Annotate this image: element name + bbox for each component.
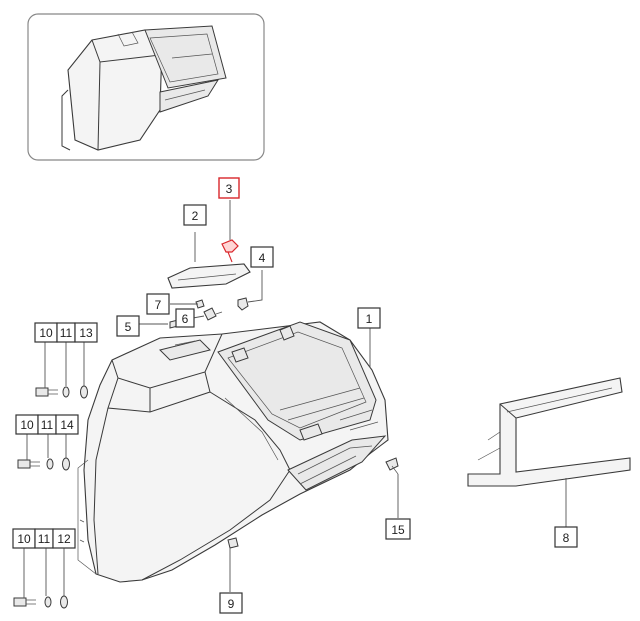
callout-row-2: 10 11 14 — [15, 414, 79, 435]
mounting-bracket — [467, 377, 631, 487]
callout-2-label: 2 — [192, 209, 199, 223]
callout-12-label: 12 — [57, 532, 71, 546]
callout-row-3: 10 11 12 — [12, 528, 76, 549]
callout-8: 8 — [554, 526, 578, 548]
callout-7: 7 — [146, 293, 170, 315]
callout-11-a-label: 11 — [60, 326, 73, 340]
callout-row-1: 10 11 13 — [34, 322, 98, 343]
callout-15-label: 15 — [391, 523, 405, 537]
callout-8-label: 8 — [563, 531, 570, 545]
callout-10-b-label: 10 — [20, 418, 34, 432]
clip-part-4 — [237, 297, 249, 311]
callout-10-a-label: 10 — [39, 326, 53, 340]
callout-13-label: 13 — [79, 326, 93, 340]
callout-1-label: 1 — [366, 312, 373, 326]
callout-9: 9 — [219, 592, 243, 614]
callout-3: 3 — [218, 177, 240, 199]
leader-lines — [23, 200, 567, 598]
callout-4-label: 4 — [259, 251, 266, 265]
overview-inset — [27, 13, 265, 161]
callout-5-label: 5 — [125, 320, 132, 334]
callout-2: 2 — [183, 204, 207, 226]
console-body — [77, 321, 389, 583]
callout-3-label: 3 — [226, 182, 233, 196]
callout-11-b-label: 11 — [41, 418, 54, 432]
callout-7-label: 7 — [155, 298, 162, 312]
callout-14-label: 14 — [60, 418, 74, 432]
small-fasteners — [169, 299, 223, 329]
callout-1: 1 — [357, 307, 381, 329]
armrest-pad — [167, 263, 251, 289]
callout-15: 15 — [385, 518, 411, 540]
callout-5: 5 — [116, 315, 140, 337]
callout-6: 6 — [175, 308, 195, 328]
callout-9-label: 9 — [228, 597, 235, 611]
fasteners-group — [13, 385, 399, 609]
callout-10-c-label: 10 — [17, 532, 31, 546]
callout-6-label: 6 — [182, 312, 189, 326]
callout-4: 4 — [250, 246, 274, 268]
latch-clip — [221, 239, 239, 263]
callout-11-c-label: 11 — [38, 532, 51, 546]
